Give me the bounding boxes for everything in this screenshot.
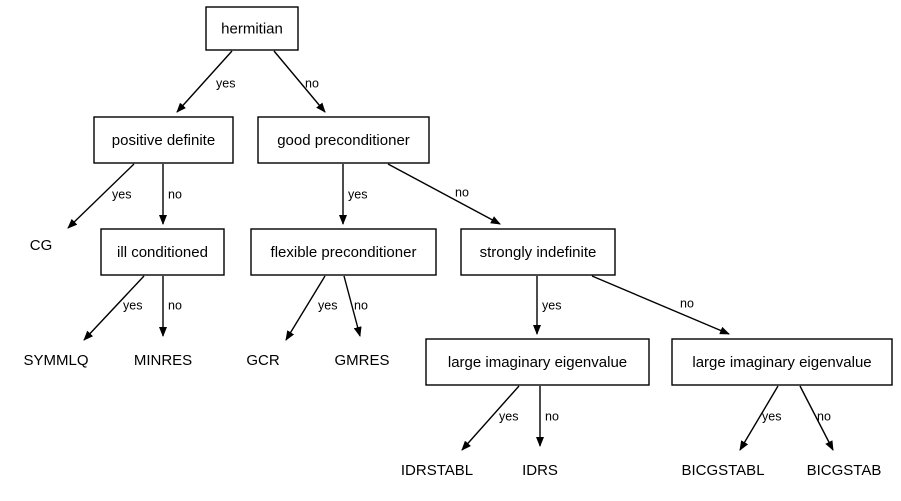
edge-label-flexible-preconditioner-yes: yes xyxy=(318,298,337,312)
edge-positive-definite-yes: yes xyxy=(67,163,135,229)
edge-label-ill-conditioned-yes: yes xyxy=(123,298,142,312)
node-positive-definite[interactable]: positive definite xyxy=(93,116,234,164)
edge-flexible-preconditioner-no: no xyxy=(343,275,368,337)
edge-hermitian-no: no xyxy=(273,50,326,113)
node-label-ill-conditioned: ill conditioned xyxy=(117,244,208,261)
node-box-positive-definite[interactable] xyxy=(93,116,234,164)
node-strongly-indefinite[interactable]: strongly indefinite xyxy=(460,228,616,276)
leaves-layer: CG SYMMLQ MINRES GCR GMRES IDRSTABL IDRS BICGST… xyxy=(23,237,881,479)
leaf-minres: MINRES xyxy=(134,352,192,369)
edge-strongly-indefinite-no: no xyxy=(591,275,730,335)
node-label-flexible-preconditioner: flexible preconditioner xyxy=(271,244,417,261)
edge-label-hermitian-no: no xyxy=(305,76,319,90)
node-box-large-imag-eig-1[interactable] xyxy=(425,338,650,386)
node-good-preconditioner[interactable]: good preconditioner xyxy=(257,116,430,164)
edge-ill-conditioned-no: no xyxy=(159,276,182,337)
edge-line xyxy=(591,275,730,335)
edge-label-strongly-indefinite-yes: yes xyxy=(542,298,561,312)
node-label-hermitian: hermitian xyxy=(221,20,283,37)
edge-label-large-imag-eig-1-no: no xyxy=(545,409,559,423)
edge-line xyxy=(343,275,362,337)
edge-flexible-preconditioner-yes: yes xyxy=(285,275,337,341)
node-box-hermitian[interactable] xyxy=(205,6,299,51)
edge-line xyxy=(285,275,326,341)
nodes-layer: hermitian positive definite good precondit… xyxy=(93,6,893,386)
edge-label-large-imag-eig-2-yes: yes xyxy=(762,409,781,423)
edge-label-good-preconditioner-yes: yes xyxy=(348,187,367,201)
node-label-positive-definite: positive definite xyxy=(112,132,215,149)
edge-line xyxy=(67,163,135,229)
edge-line xyxy=(739,385,779,451)
node-label-large-imag-eig-2: large imaginary eigenvalue xyxy=(692,354,871,371)
node-flexible-preconditioner[interactable]: flexible preconditioner xyxy=(250,228,437,276)
node-ill-conditioned[interactable]: ill conditioned xyxy=(100,228,225,276)
leaf-bicgstabl: BICGSTABL xyxy=(681,462,764,479)
edge-line xyxy=(387,163,501,225)
node-box-ill-conditioned[interactable] xyxy=(100,228,225,276)
edge-label-hermitian-yes: yes xyxy=(216,76,235,90)
edge-large-imag-eig-1-no: no xyxy=(536,386,559,447)
edge-label-strongly-indefinite-no: no xyxy=(680,296,694,310)
edge-good-preconditioner-no: no xyxy=(387,163,501,225)
node-large-imag-eig-1[interactable]: large imaginary eigenvalue xyxy=(425,338,650,386)
edge-large-imag-eig-1-yes: yes xyxy=(461,385,520,451)
leaf-symmlq: SYMMLQ xyxy=(23,352,88,369)
edge-line xyxy=(273,50,326,113)
edge-line xyxy=(83,275,145,341)
node-box-flexible-preconditioner[interactable] xyxy=(250,228,437,276)
edges-layer: yes no yes no yes no yes no yes no yes no yes no yes no xyxy=(67,50,834,451)
edge-hermitian-yes: yes xyxy=(176,50,235,113)
edge-label-flexible-preconditioner-no: no xyxy=(354,298,368,312)
edge-label-large-imag-eig-1-yes: yes xyxy=(499,409,518,423)
edge-label-positive-definite-yes: yes xyxy=(112,187,131,201)
leaf-idrs: IDRS xyxy=(522,462,558,479)
leaf-cg: CG xyxy=(30,237,53,254)
edge-strongly-indefinite-yes: yes xyxy=(533,276,561,335)
leaf-idrstabl: IDRSTABL xyxy=(401,462,473,479)
node-label-strongly-indefinite: strongly indefinite xyxy=(480,244,597,261)
node-label-good-preconditioner: good preconditioner xyxy=(277,132,410,149)
edge-large-imag-eig-2-yes: yes xyxy=(739,385,781,451)
node-hermitian[interactable]: hermitian xyxy=(205,6,299,51)
leaf-gcr: GCR xyxy=(246,352,280,369)
node-box-good-preconditioner[interactable] xyxy=(257,116,430,164)
edge-label-positive-definite-no: no xyxy=(168,187,182,201)
node-label-large-imag-eig-1: large imaginary eigenvalue xyxy=(448,354,627,371)
edge-label-ill-conditioned-no: no xyxy=(168,298,182,312)
edge-line xyxy=(461,385,520,451)
edge-large-imag-eig-2-no: no xyxy=(799,385,834,451)
edge-line xyxy=(176,50,233,113)
edge-label-large-imag-eig-2-no: no xyxy=(817,409,831,423)
edge-line xyxy=(799,385,834,451)
leaf-gmres: GMRES xyxy=(334,352,389,369)
leaf-bicgstab: BICGSTAB xyxy=(807,462,882,479)
edge-positive-definite-no: no xyxy=(159,164,182,225)
edge-label-good-preconditioner-no: no xyxy=(455,185,469,199)
edge-ill-conditioned-yes: yes xyxy=(83,275,145,341)
node-box-large-imag-eig-2[interactable] xyxy=(671,338,893,386)
node-box-strongly-indefinite[interactable] xyxy=(460,228,616,276)
edge-good-preconditioner-yes: yes xyxy=(339,164,367,225)
node-large-imag-eig-2[interactable]: large imaginary eigenvalue xyxy=(671,338,893,386)
